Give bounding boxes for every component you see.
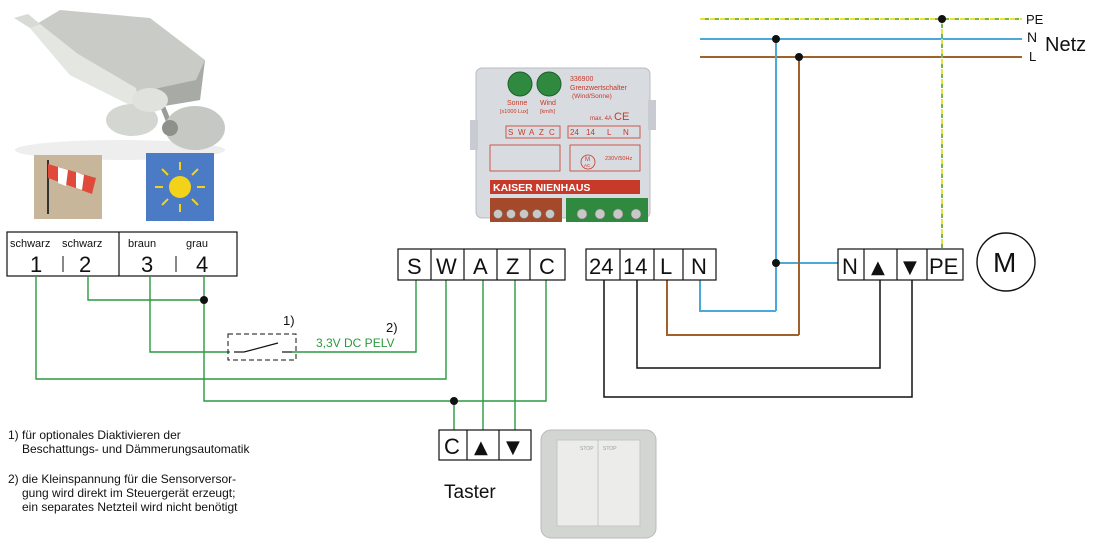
motor-symbol: M: [993, 247, 1016, 278]
voltage-label: 3,3V DC PELV: [316, 336, 394, 350]
taster-label: Taster: [444, 482, 496, 503]
control-wires: [35, 276, 547, 430]
pe-label: PE: [1026, 12, 1044, 27]
wind-sock-icon: [34, 155, 102, 219]
stop-label: STOP: [603, 446, 617, 452]
module-output-label: 24: [570, 128, 579, 137]
relay-terminal: L: [660, 254, 672, 279]
sensor-terminal: 3: [141, 252, 153, 277]
sensor-terminal: 1: [30, 252, 42, 277]
taster-terminal-block: [438, 429, 532, 461]
annotation-1: 1): [283, 313, 295, 328]
control-terminal: W: [436, 254, 457, 279]
control-terminal-block: [397, 248, 566, 281]
module-input-label: A: [529, 128, 535, 137]
wire-label: schwarz: [62, 238, 102, 250]
module-wind: Wind: [540, 100, 556, 107]
wire-label: schwarz: [10, 238, 50, 250]
motor-terminal-block: [837, 248, 964, 281]
push-button-switch-image: STOP STOP: [540, 429, 657, 539]
control-terminal: S: [407, 254, 422, 279]
sensor-terminal: 2: [79, 252, 91, 277]
l-label: L: [1029, 49, 1036, 64]
module-output-label: 14: [586, 128, 595, 137]
footnote-2: 2)die Kleinspannung für die Sensorversor…: [8, 472, 308, 514]
module-name-2: (Wind/Sonne): [572, 93, 612, 100]
optional-switch: [227, 333, 297, 361]
footnote-1: 1)für optionales Diaktivieren der Bescha…: [8, 428, 308, 456]
module-input-label: W: [518, 128, 526, 137]
relay-terminal: 24: [589, 254, 613, 279]
module-sonne-unit: [x1000 Lux]: [500, 109, 529, 115]
wire-label: grau: [186, 238, 208, 250]
module-max: max. 4A: [590, 116, 612, 122]
module-output-label: L: [607, 128, 612, 137]
footnote-text: die Kleinspannung für die Sensorversor-: [22, 472, 237, 486]
module-output-label: N: [623, 128, 629, 137]
module-model: 336900: [570, 76, 593, 83]
control-module-image: 336900 Grenzwertschalter (Wind/Sonne) So…: [470, 67, 656, 222]
relay-terminal: N: [691, 254, 707, 279]
wire-label: braun: [128, 238, 156, 250]
control-terminal: C: [539, 254, 555, 279]
footnote-text: für optionales Diaktivieren der: [22, 428, 181, 442]
wind-sun-sensor-image: [14, 10, 225, 160]
module-sonne: Sonne: [507, 100, 527, 107]
footnote-text: gung wird direkt im Steuergerät erzeugt;: [22, 486, 236, 500]
module-voltage: 230V/50Hz: [605, 156, 632, 162]
footnote-number: 1): [8, 428, 19, 442]
relay-terminal: 14: [623, 254, 647, 279]
motor-terminal: N: [842, 254, 858, 279]
module-ce: CE: [614, 111, 629, 123]
control-terminal: A: [473, 254, 488, 279]
annotation-2: 2): [386, 320, 398, 335]
module-input-label: Z: [539, 128, 544, 137]
module-ac: AC: [584, 163, 591, 168]
control-terminal: Z: [506, 254, 519, 279]
taster-terminal: ▲: [474, 437, 488, 458]
relay-terminal-block: [585, 248, 717, 281]
mains-lines: [700, 18, 1022, 58]
footnote-text: ein separates Netzteil wird nicht benöti…: [22, 500, 238, 514]
sensor-terminal: 4: [196, 252, 208, 277]
module-wind-unit: [km/h]: [540, 109, 555, 115]
n-label: N: [1027, 29, 1037, 45]
motor-terminal: ▼: [903, 257, 917, 278]
netz-label: Netz: [1045, 34, 1086, 56]
module-name: Grenzwertschalter: [570, 85, 627, 92]
module-motor-symbol: M: [585, 157, 590, 163]
taster-terminal: C: [444, 434, 460, 459]
module-brand: KAISER NIENHAUS: [493, 182, 590, 194]
motor-terminal: ▲: [871, 257, 885, 278]
motor-terminal: PE: [929, 254, 958, 279]
module-input-label: C: [549, 128, 555, 137]
motor-icon: [976, 232, 1036, 292]
footnote-text: Beschattungs- und Dämmerungsautomatik: [22, 442, 250, 456]
taster-terminal: ▼: [506, 437, 520, 458]
footnote-number: 2): [8, 472, 19, 486]
stop-label: STOP: [580, 446, 594, 452]
module-input-label: S: [508, 128, 513, 137]
sun-icon: [146, 153, 214, 221]
sensor-terminal-block: [6, 231, 238, 277]
